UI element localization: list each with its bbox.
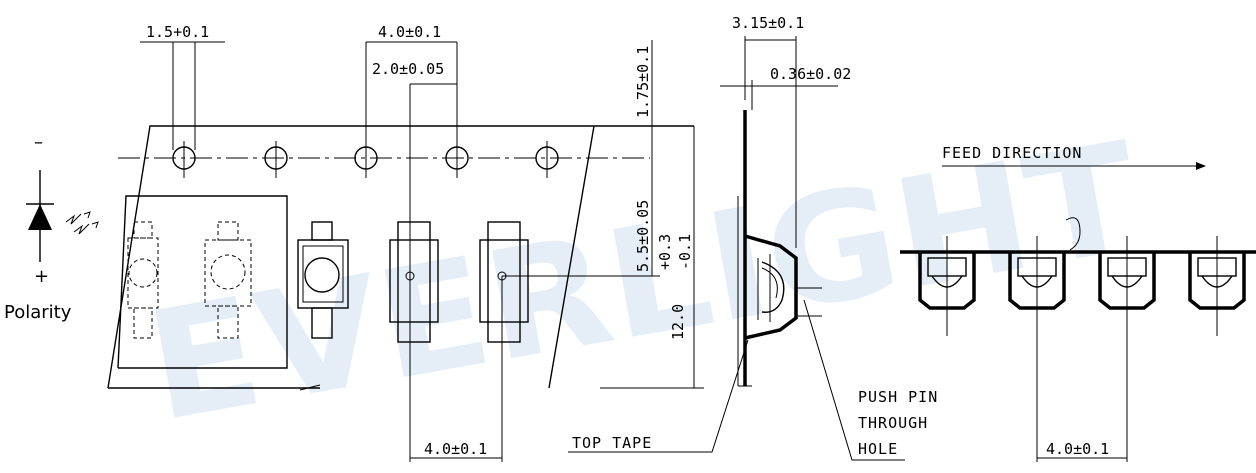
dim-row-to-pocket: 5.5±0.05 <box>634 200 652 272</box>
feed-arrow-icon <box>1196 162 1206 170</box>
polarity-label: Polarity <box>4 302 72 323</box>
dim-pitch-bottom: 4.0±0.1 <box>424 440 487 458</box>
watermark: EVERLIGHT <box>136 110 1151 455</box>
dim-feed-pitch: 4.0±0.1 <box>1046 440 1109 458</box>
dim-tape-width-plus: +0.3 <box>656 234 674 270</box>
push-pin-label-2: THROUGH <box>858 414 928 432</box>
dim-tape-thickness: 0.36±0.02 <box>770 65 851 83</box>
pocket-hidden-1 <box>127 221 159 339</box>
top-tape-label: TOP TAPE <box>572 434 652 452</box>
feed-pocket-4 <box>1188 236 1246 336</box>
tape-side-view: 3.15±0.1 0.36±0.02 TOP TAPE PUSH PIN THR… <box>568 14 938 461</box>
dim-sprocket-hole: 1.5+0.1 <box>146 23 209 41</box>
feed-pocket-1 <box>918 236 976 336</box>
dim-edge-to-hole: 1.75±0.1 <box>634 46 652 118</box>
tape-top-view: 1.5+0.1 4.0±0.1 2.0±0.05 1.75±0.1 5.5±0.… <box>107 23 704 462</box>
pocket-hidden-2 <box>204 221 252 339</box>
dim-tape-width-minus: -0.1 <box>676 234 694 270</box>
feed-direction-label: FEED DIRECTION <box>942 144 1082 162</box>
dim-tape-width: 12.0 <box>669 304 687 340</box>
polarity-plus: + <box>34 266 49 287</box>
dim-pitch-top: 4.0±0.1 <box>378 23 441 41</box>
push-pin-label-3: HOLE <box>858 440 898 458</box>
dim-pocket-depth: 3.15±0.1 <box>732 14 804 32</box>
push-pin-label-1: PUSH PIN <box>858 388 938 406</box>
dim-hole-to-pocket: 2.0±0.05 <box>372 60 444 78</box>
polarity-symbol: – + Polarity <box>4 132 99 323</box>
feed-pocket-2 <box>1008 236 1066 462</box>
pocket-3 <box>297 221 349 339</box>
diode-icon <box>28 204 52 230</box>
polarity-minus: – <box>34 132 43 153</box>
feed-pocket-3 <box>1098 236 1156 462</box>
feed-view: FEED DIRECTION <box>900 144 1256 462</box>
